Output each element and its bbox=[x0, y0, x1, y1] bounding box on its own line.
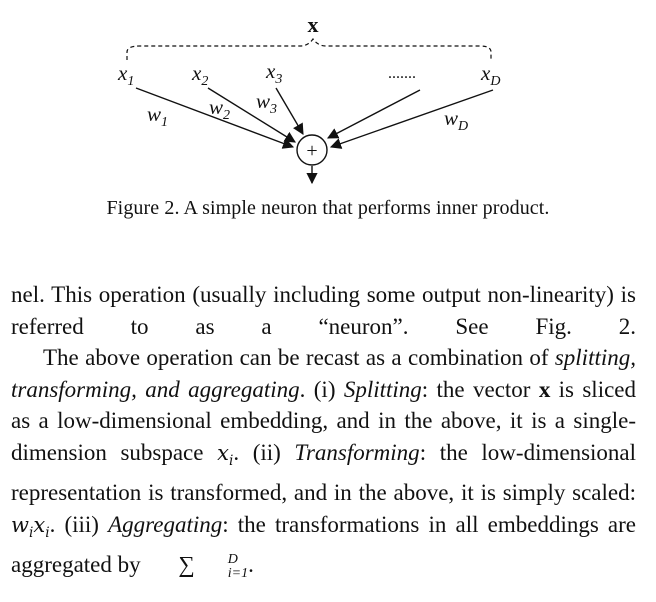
paragraph-2: The above operation can be recast as a c… bbox=[11, 345, 637, 582]
weight-label-w2: w2 bbox=[209, 95, 230, 123]
arrow-x2 bbox=[207, 87, 296, 143]
arrow-x3 bbox=[275, 87, 304, 135]
weight-label-w3: w3 bbox=[256, 89, 277, 117]
arrow-xD bbox=[329, 89, 494, 149]
weight-label-w1: w1 bbox=[147, 102, 168, 130]
dashed-brace bbox=[126, 37, 492, 60]
arrow-dots bbox=[327, 89, 421, 139]
input-label-x1: x1 bbox=[117, 61, 134, 89]
math-wixi: wixi bbox=[11, 512, 50, 541]
input-ellipsis: ....... bbox=[388, 65, 416, 82]
math-xi: xi bbox=[217, 440, 234, 469]
sum-symbol: + bbox=[306, 140, 317, 162]
sum-node bbox=[296, 134, 328, 166]
weight-label-wD: wD bbox=[444, 106, 468, 134]
arrow-x1 bbox=[135, 87, 295, 149]
neuron-figure: x x1 x2 x3 ....... xD w1 w2 w3 wD + bbox=[117, 12, 500, 185]
input-label-x2: x2 bbox=[191, 61, 208, 89]
input-label-x3: x3 bbox=[265, 59, 282, 87]
input-label-xD: xD bbox=[480, 61, 500, 89]
body-text: nel. This operation (usually including s… bbox=[11, 279, 636, 581]
figure-caption: Figure 2. A simple neuron that performs … bbox=[106, 197, 550, 219]
vector-label: x bbox=[308, 12, 319, 37]
paragraph-1: nel. This operation (usually including s… bbox=[11, 282, 636, 339]
